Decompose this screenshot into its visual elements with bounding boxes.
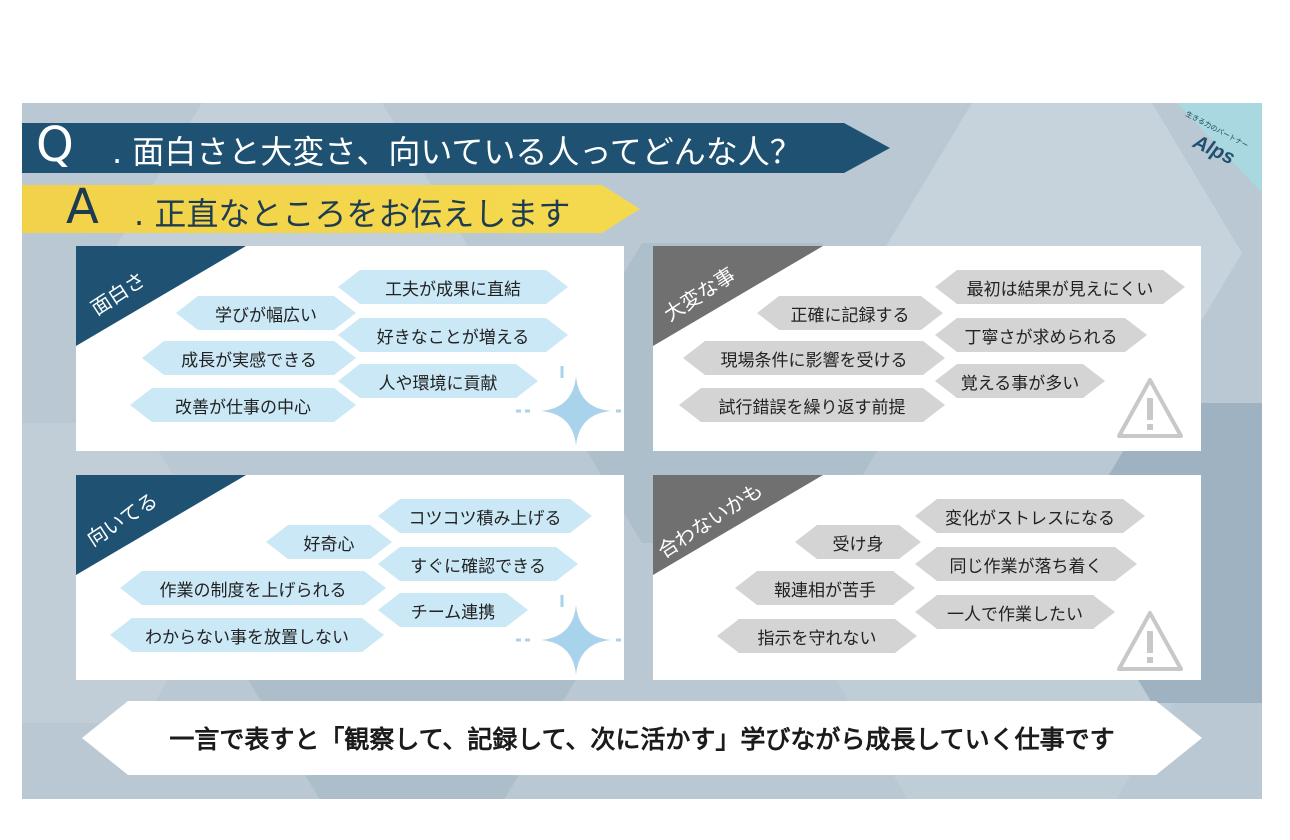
pill-fun-3: 好きなことが増える bbox=[338, 318, 568, 352]
pill-unsuited-2: 受け身 bbox=[795, 525, 921, 559]
question-text: . 面白さと大変さ、向いている人ってどんな人？ bbox=[112, 133, 802, 171]
card-unsuited: 合わないかも 変化がストレスになる 受け身 同じ作業が落ち着く 報連相が苦手 一… bbox=[653, 475, 1201, 680]
corner-tag-fun bbox=[76, 246, 246, 346]
card-hard: 大変な事 最初は結果が見えにくい 正確に記録する 丁寧さが求められる 現場条件に… bbox=[653, 246, 1201, 451]
sparkle-icon bbox=[516, 366, 624, 446]
answer-banner: A . 正直なところをお伝えします bbox=[22, 185, 640, 233]
corner-tag-hard bbox=[653, 246, 823, 346]
corner-tag-suited bbox=[76, 475, 246, 575]
pill-hard-1: 最初は結果が見えにくい bbox=[935, 270, 1185, 304]
pill-suited-6: わからない事を放置しない bbox=[110, 618, 384, 652]
question-letter: Q bbox=[36, 117, 74, 173]
pill-fun-2: 学びが幅広い bbox=[176, 296, 356, 330]
answer-text: . 正直なところをお伝えします bbox=[134, 195, 571, 233]
pill-suited-3: すぐに確認できる bbox=[378, 547, 578, 581]
pill-hard-5: 覚える事が多い bbox=[935, 364, 1105, 398]
warning-icon bbox=[1117, 378, 1183, 438]
pill-unsuited-6: 指示を守れない bbox=[717, 619, 917, 653]
pill-fun-1: 工夫が成果に直結 bbox=[338, 270, 568, 304]
pill-fun-4: 成長が実感できる bbox=[142, 341, 356, 375]
card-fun: 面白さ 工夫が成果に直結 学びが幅広い 好きなことが増える 成長が実感できる 人… bbox=[76, 246, 624, 451]
warning-icon bbox=[1117, 611, 1183, 671]
pill-unsuited-1: 変化がストレスになる bbox=[915, 499, 1145, 533]
sparkle-icon bbox=[516, 595, 624, 675]
pill-suited-2: 好奇心 bbox=[266, 525, 392, 559]
pill-unsuited-5: 一人で作業したい bbox=[915, 595, 1115, 629]
slide: Q . 面白さと大変さ、向いている人ってどんな人？ A . 正直なところをお伝え… bbox=[22, 103, 1262, 799]
summary-text: 一言で表すと「観察して、記録して、次に活かす」学びながら成長していく仕事です bbox=[169, 725, 1115, 754]
summary-banner: 一言で表すと「観察して、記録して、次に活かす」学びながら成長していく仕事です bbox=[82, 701, 1202, 775]
question-banner: Q . 面白さと大変さ、向いている人ってどんな人？ bbox=[22, 123, 890, 173]
pill-fun-6: 改善が仕事の中心 bbox=[130, 388, 356, 422]
pill-hard-3: 丁寧さが求められる bbox=[935, 318, 1147, 352]
corner-tag-unsuited bbox=[653, 475, 823, 575]
pill-hard-6: 試行錯誤を繰り返す前提 bbox=[679, 388, 945, 422]
pill-suited-5: チーム連携 bbox=[378, 593, 528, 627]
pill-fun-5: 人や環境に貢献 bbox=[338, 364, 538, 398]
pill-hard-2: 正確に記録する bbox=[757, 296, 943, 330]
pill-hard-4: 現場条件に影響を受ける bbox=[683, 341, 945, 375]
answer-letter: A bbox=[66, 179, 99, 235]
pill-suited-4: 作業の制度を上げられる bbox=[120, 571, 386, 605]
pill-unsuited-3: 同じ作業が落ち着く bbox=[915, 547, 1137, 581]
pill-unsuited-4: 報連相が苦手 bbox=[735, 571, 915, 605]
card-suited: 向いてる コツコツ積み上げる 好奇心 すぐに確認できる 作業の制度を上げられる … bbox=[76, 475, 624, 680]
pill-suited-1: コツコツ積み上げる bbox=[378, 499, 592, 533]
